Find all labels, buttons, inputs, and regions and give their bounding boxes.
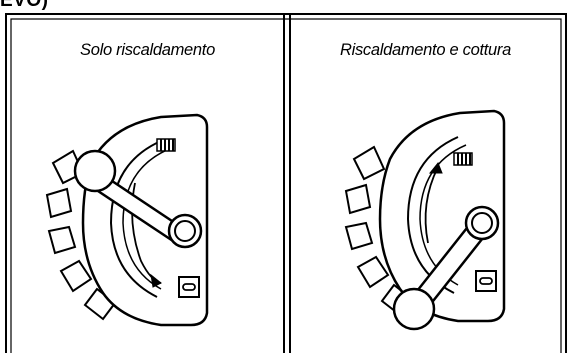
radiator-icon [453, 152, 473, 166]
knob-teeth [45, 149, 117, 321]
tap-icon [178, 276, 200, 298]
lever-handle [392, 205, 500, 331]
tap-icon [475, 270, 497, 292]
lever-knob [73, 149, 117, 193]
panel-solo-riscaldamento: Solo riscaldamento [11, 13, 284, 353]
panel-riscaldamento-e-cottura: Riscaldamento e cottura [290, 13, 561, 353]
diagram-frame: Solo riscaldamento [5, 13, 567, 353]
frame-borders [5, 13, 567, 353]
arrow-up-icon [428, 162, 443, 174]
section-heading: EVO) [0, 0, 49, 11]
selector-knob-diagram [344, 109, 506, 331]
arrow-down-icon [150, 273, 162, 288]
selector-knob-diagram [45, 113, 209, 327]
lever-handle [73, 149, 203, 249]
radiator-icon [156, 138, 176, 152]
panel-title: Riscaldamento e cottura [339, 41, 512, 59]
dial-body [378, 109, 506, 323]
lever-knob [392, 287, 436, 331]
panel-title: Solo riscaldamento [80, 41, 215, 59]
